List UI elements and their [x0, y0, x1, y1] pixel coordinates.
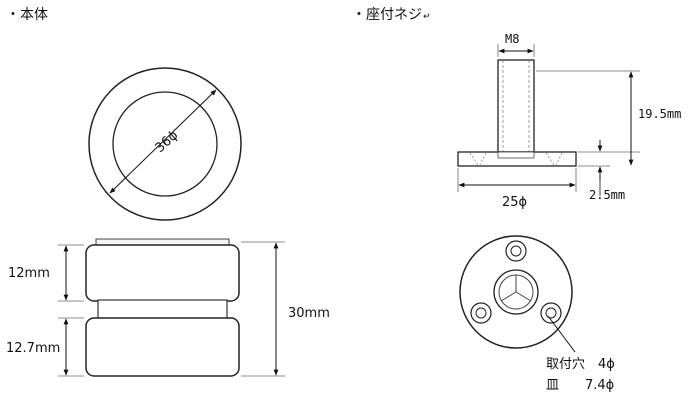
base-screw-side-view: M8 19.5mm 2.5mm 25ϕ — [457, 32, 681, 210]
lower-cylinder — [85, 317, 240, 377]
main-body-top-view: 36ϕ — [88, 67, 242, 221]
diameter-dimension-line — [109, 89, 217, 194]
thread-label: M8 — [505, 32, 519, 46]
total-height-label: 30mm — [288, 306, 330, 321]
flange-thickness-label: 2.5mm — [589, 188, 625, 202]
mounting-hole-label: 取付穴 4ϕ — [546, 357, 615, 372]
base-screw-top-view: 取付穴 4ϕ 皿 7.4ϕ — [459, 235, 615, 393]
main-body-title: ・本体 — [6, 7, 48, 23]
lower-height-label: 12.7mm — [6, 341, 60, 356]
stud — [497, 59, 535, 153]
base-screw-title: ・座付ネジ — [352, 7, 422, 23]
upper-height-label: 12mm — [8, 266, 50, 281]
screw-height-label: 19.5mm — [638, 107, 681, 121]
countersink-label: 皿 7.4ϕ — [546, 378, 614, 393]
flange-diameter-label: 25ϕ — [502, 195, 527, 210]
hole-leader-line — [547, 315, 576, 353]
neck — [97, 299, 228, 320]
main-body-side-view: 12mm 12.7mm 30mm — [6, 238, 330, 377]
return-mark-icon: ↵ — [423, 12, 431, 22]
upper-cylinder — [85, 244, 240, 302]
